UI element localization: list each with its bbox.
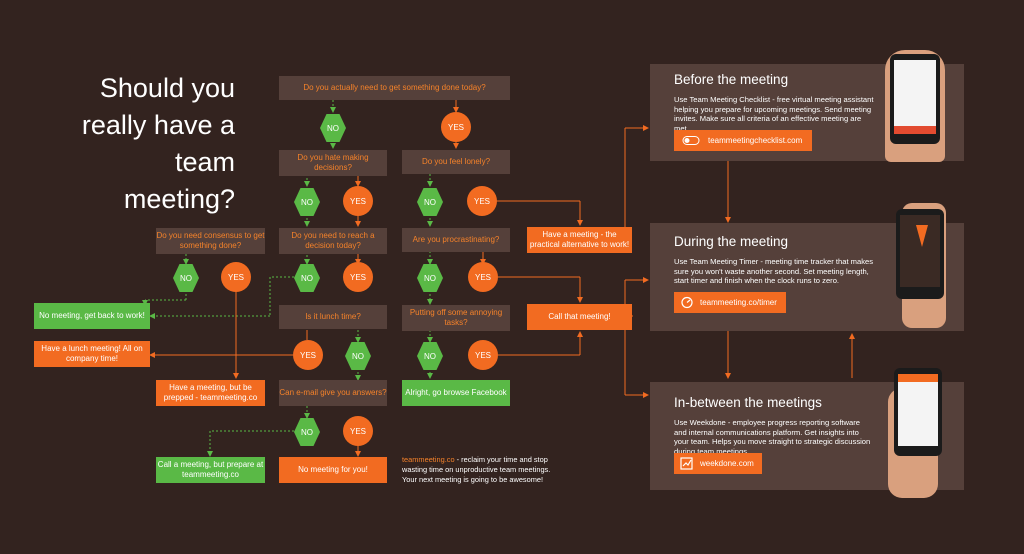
answer-no: NO (294, 418, 320, 446)
panel-button-label: weekdone.com (700, 459, 754, 468)
answer-yes: YES (343, 416, 373, 446)
teammeetingchecklist-link[interactable]: teammeetingchecklist.com (674, 130, 812, 151)
answer-no: NO (417, 188, 443, 216)
answer-yes: YES (343, 186, 373, 216)
question-annoying-tasks: Putting off some annoying tasks? (402, 305, 510, 331)
answer-yes: YES (343, 262, 373, 292)
panel-button-label: teammeetingchecklist.com (708, 136, 803, 145)
phone-image (896, 209, 944, 299)
panel-heading: During the meeting (674, 234, 789, 249)
outcome-call-prepare: Call a meeting, but prepare at teammeeti… (156, 457, 265, 483)
footer-text: - reclaim your time and stop wasting tim… (402, 455, 551, 484)
outcome-call: Call that meeting! (527, 304, 632, 330)
outcome-prepped: Have a meeting, but be prepped - teammee… (156, 380, 265, 406)
page-title: Should you really have a team meeting? (81, 73, 235, 214)
chart-icon (680, 457, 693, 470)
panel-during: During the meeting Use Team Meeting Time… (650, 203, 964, 331)
answer-yes: YES (468, 340, 498, 370)
answer-yes: YES (468, 262, 498, 292)
toggle-icon (682, 136, 700, 145)
answer-no: NO (417, 342, 443, 370)
question-procrastinating: Are you procrastinating? (402, 228, 510, 252)
footer-brand[interactable]: teammeeting.co (402, 455, 455, 464)
panel-in-between: In-between the meetings Use Weekdone - e… (650, 368, 964, 498)
question-email: Can e-mail give you answers? (279, 380, 387, 406)
panel-text: Use Team Meeting Timer - meeting time tr… (674, 257, 874, 285)
panel-text: Use Weekdone - employee progress reporti… (674, 418, 871, 456)
weekdone-link[interactable]: weekdone.com (674, 453, 762, 474)
outcome-facebook: Alright, go browse Facebook (402, 380, 510, 406)
panel-heading: In-between the meetings (674, 395, 822, 410)
answer-no: NO (294, 264, 320, 292)
answer-no: NO (417, 264, 443, 292)
panel-text: Use Team Meeting Checklist - free virtua… (674, 95, 874, 133)
answer-no: NO (345, 342, 371, 370)
panel-button-label: teammeeting.co/timer (700, 298, 777, 307)
answer-yes: YES (441, 112, 471, 142)
answer-no: NO (320, 114, 346, 142)
outcome-practical: Have a meeting - the practical alternati… (527, 227, 632, 253)
question-lunch: Is it lunch time? (279, 305, 387, 329)
timer-icon (681, 296, 693, 309)
question-decision-today: Do you need to reach a decision today? (279, 228, 387, 254)
outcome-back-to-work: No meeting, get back to work! (34, 303, 150, 329)
outcome-no-meeting: No meeting for you! (279, 457, 387, 483)
outcome-lunch-meeting: Have a lunch meeting! All on company tim… (34, 341, 150, 367)
question-get-done: Do you actually need to get something do… (279, 76, 510, 100)
question-lonely: Do you feel lonely? (402, 150, 510, 174)
timer-link[interactable]: teammeeting.co/timer (674, 292, 786, 313)
question-consensus: Do you need consensus to get something d… (156, 228, 265, 254)
panel-heading: Before the meeting (674, 72, 789, 87)
phone-image (894, 368, 942, 456)
phone-image (890, 54, 940, 144)
panel-before: Before the meeting Use Team Meeting Chec… (650, 50, 964, 162)
answer-no: NO (294, 188, 320, 216)
answer-yes: YES (221, 262, 251, 292)
answer-yes: YES (467, 186, 497, 216)
answer-yes: YES (293, 340, 323, 370)
question-hate-decisions: Do you hate making decisions? (279, 150, 387, 176)
footer-note: teammeeting.co - reclaim your time and s… (402, 455, 554, 485)
